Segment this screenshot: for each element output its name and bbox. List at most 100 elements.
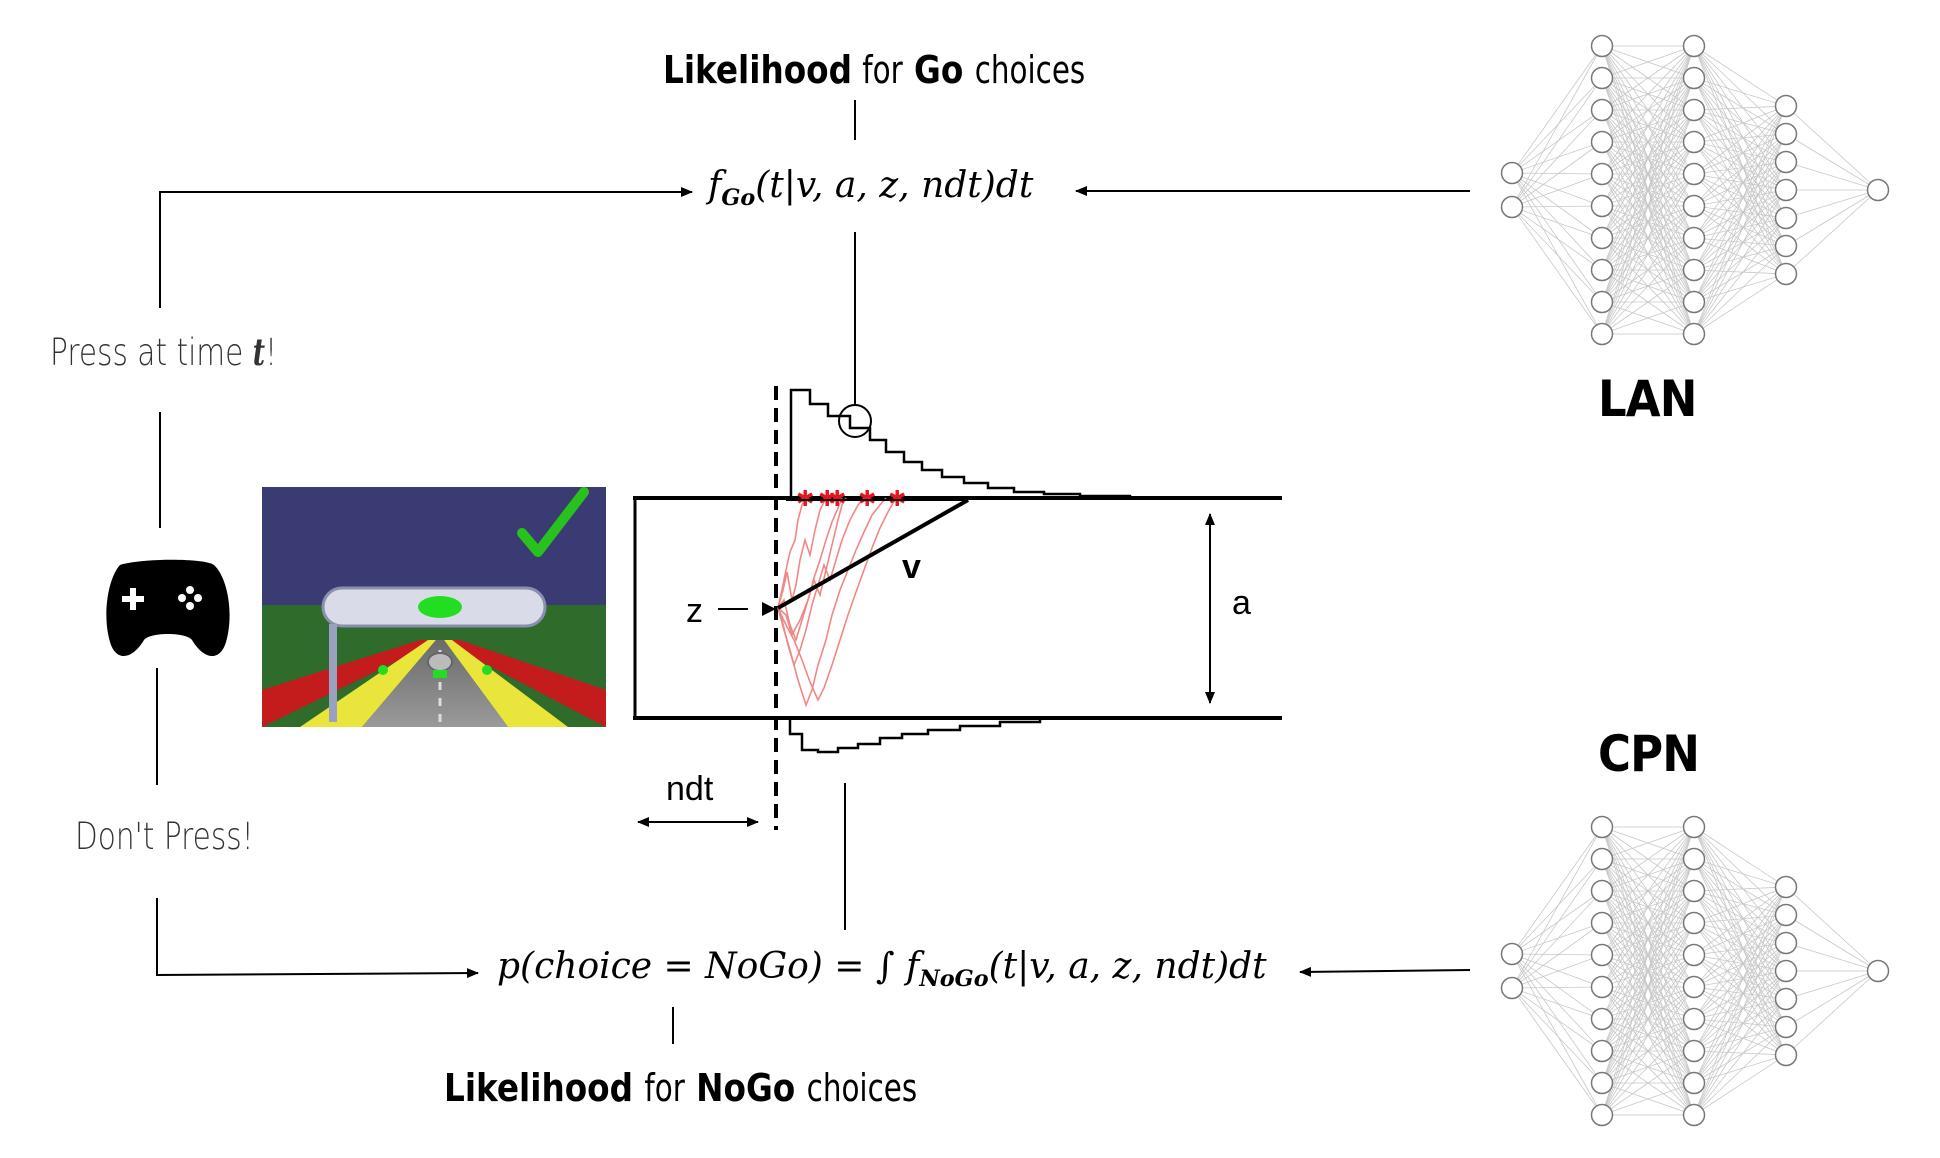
network-edge [1601,205,1695,335]
lan-label: LAN [1598,370,1697,428]
network-edge [1511,954,1603,989]
network-edge [1693,826,1787,944]
network-edge [1693,109,1787,163]
network-edge [1511,987,1603,1052]
network-edge [1693,133,1787,303]
network-edge [1511,953,1603,1116]
network-edge [1693,77,1787,107]
network-node [1682,975,1706,999]
network-edge [1693,105,1787,335]
diffusion-paths [777,497,897,708]
z-label: z [686,592,703,630]
network-edge [1693,954,1787,1056]
network-edge [1693,1018,1787,1028]
network-edge [1693,858,1787,944]
network-edge [1601,237,1695,335]
network-edge [1693,133,1787,175]
network-edge [1601,45,1695,79]
network-edge [1601,826,1695,1052]
network-edge [1693,237,1787,247]
network-edge [1693,886,1787,988]
network-edge [1693,109,1787,135]
network-node [1590,1039,1614,1063]
network-edge [1693,922,1787,944]
network-node [1682,290,1706,314]
network-edge [1693,826,1787,1000]
network-edge [1693,189,1787,303]
network-node [1590,66,1614,90]
network-node [1774,875,1798,899]
network-edge [1511,890,1603,989]
network-edge [1511,826,1603,989]
network-edge [1693,986,1787,1000]
network-edge [1693,161,1787,175]
network-edge [1693,914,1787,988]
network-edge [1693,189,1787,271]
network-edge [1693,914,1787,1084]
network-edge [1511,987,1603,1116]
network-edge [1693,173,1787,191]
network-edge [1785,942,1879,972]
network-edge [1693,269,1787,275]
network-edge [1693,942,1787,1116]
network-node [1866,959,1890,983]
network-edge [1693,858,1787,972]
network-edge [1601,77,1695,335]
network-edge [1693,1054,1787,1084]
network-edge [1693,45,1787,247]
network-node [1774,987,1798,1011]
network-edge [1511,172,1603,175]
network-edge [1693,922,1787,972]
network-node [1682,911,1706,935]
network-node [1682,1103,1706,1127]
network-edge [1511,109,1603,174]
network-edge [1693,77,1787,219]
network-edge [1693,914,1787,924]
network-edge [1693,886,1787,1116]
network-node [1590,98,1614,122]
network-edge [1693,998,1787,1116]
network-node [1590,130,1614,154]
network-edge [1601,826,1695,1116]
a-label: a [1232,584,1251,622]
network-node [1500,942,1524,966]
network-edge [1693,886,1787,1020]
network-edge [1693,914,1787,1052]
network-edge [1601,45,1695,207]
network-node [1682,847,1706,871]
network-node [1682,1007,1706,1031]
network-edge [1693,161,1787,207]
network-edge [1785,161,1879,191]
network-edge [1511,45,1603,174]
network-edge [1693,942,1787,956]
network-node [1590,1103,1614,1127]
network-edge [1693,954,1787,972]
nogo-likelihood-title: Likelihood for NoGo choices [444,1066,918,1110]
network-node [1590,194,1614,218]
network-edge [1601,826,1695,1020]
checkmark-icon [517,487,589,557]
network-edge [1693,45,1787,107]
network-node [1774,1043,1798,1067]
network-edge [1601,45,1695,143]
network-edge [1511,953,1603,1084]
network-edge [1693,173,1787,247]
network-edge [1693,245,1787,335]
network-node [1682,258,1706,282]
network-node [1590,1071,1614,1095]
network-edge [1693,45,1787,163]
network-edge [1601,45,1695,335]
network-edge [1785,970,1879,1056]
network-edge [1693,890,1787,1000]
network-edge [1511,858,1603,955]
network-edge [1693,890,1787,1056]
network-edge [1693,189,1787,239]
network-node [1682,1071,1706,1095]
network-edge [1693,890,1787,972]
z-pointer [762,602,776,616]
network-node [1682,1039,1706,1063]
network-edge [1511,109,1603,208]
network-edge [1693,858,1787,888]
